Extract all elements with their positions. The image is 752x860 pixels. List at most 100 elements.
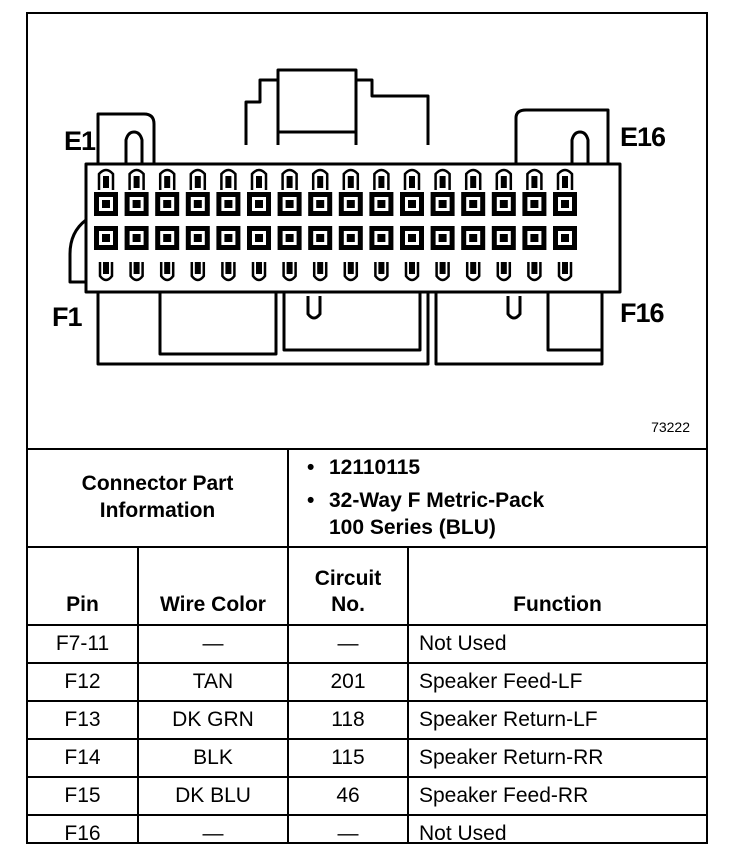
cell-function: Not Used [406,814,706,842]
cell-circuit: 46 [287,776,409,816]
cavity-e-pin [163,200,172,208]
right-tab [514,108,610,164]
left-side-latch [68,218,87,284]
header-wire-color: Wire Color [137,546,289,626]
cavity-f-pin [530,234,539,242]
cell-circuit: — [287,814,409,842]
cavity-latch-e [434,168,451,190]
connector-housing [84,162,622,294]
cell-pin: F14 [28,738,139,778]
cavity-latch-f [159,262,175,282]
cavity-latch-f [404,262,420,282]
connector-info-list: 12110115 32-Way F Metric-Pack 100 Series… [286,448,706,548]
connector-sheet: E1 E16 F1 F16 73222 Connector Part Infor… [26,12,708,844]
cavity-f-pin [193,234,202,242]
cavity-latch-e-mark [103,176,109,188]
cavity-latch-e [311,168,329,190]
cavity-latch-f [251,262,267,282]
cavity-latch-f-mark [470,262,477,274]
pin-label-f1: F1 [52,302,82,332]
cavity-latch-f-mark [378,262,385,274]
cavity-latch-f [527,262,542,282]
cell-function: Speaker Feed-RR [406,776,706,816]
cavity-e-pin [132,200,141,208]
cavity-latch-f-mark [439,262,446,274]
cavity-latch-e [403,168,421,190]
cavity-latch-e [526,168,543,190]
cavity-e-pin [530,200,539,208]
cavity-latch-e-mark [562,176,568,188]
cavity-latch-f-mark [500,262,507,274]
cavity-latch-f [129,262,144,282]
lower-skirt [96,292,430,366]
cell-pin: F12 [28,662,139,702]
connector-diagram: E1 E16 F1 F16 73222 [28,14,706,450]
cavity-e-pin [316,200,325,208]
cavity-e-pin [469,200,478,208]
cell-circuit: 118 [287,700,409,740]
cavity-f-pin [255,234,263,242]
center-latch-inner [276,80,358,134]
cavity-latch-f-mark [103,262,109,274]
cavity-f-pin [285,234,294,242]
left-tab [96,112,156,164]
table-row: F12 TAN 201 Speaker Feed-LF [28,662,706,702]
cavity-e-pin [561,200,569,208]
cavity-f-pin [438,234,447,242]
cavity-latch-f-mark [256,262,262,274]
cell-wire-color: DK GRN [137,700,289,740]
cell-circuit: 201 [287,662,409,702]
cavity-latch-e [281,168,298,190]
cavity-f-pin [499,234,508,242]
cavity-latch-e-mark [133,176,140,188]
cavity-e-pin [224,200,233,208]
connector-face-drawing [68,68,622,366]
cavity-latch-f-mark [347,262,354,274]
cavity-latch-e-mark [317,176,324,188]
cavity-latch-e [220,168,237,190]
cavity-f-pin [469,234,478,242]
cavity-latch-e [97,168,115,190]
cavity-latch-e [250,168,268,190]
cell-wire-color: DK BLU [137,776,289,816]
cavity-latch-f-mark [133,262,140,274]
cell-wire-color: TAN [137,662,289,702]
cavity-latch-e-mark [225,176,232,188]
connector-table: Connector Part Information 12110115 32-W… [28,448,706,842]
cavity-f-pin [163,234,172,242]
cavity-latch-e [158,168,176,190]
table-header-row: Pin Wire Color Circuit No. Function [28,546,706,626]
cavity-latch-f [496,262,512,282]
cavity-e-pin [499,200,508,208]
cell-pin: F16 [28,814,139,842]
cavity-latch-e-mark [531,176,538,188]
cavity-latch-f-mark [225,262,232,274]
cavity-latch-f-mark [194,262,201,274]
cavity-latch-f [98,262,114,282]
cavity-latch-f [465,262,481,282]
cavity-f-pin [346,234,355,242]
cell-circuit: — [287,624,409,664]
cavity-e-pin [408,200,416,208]
cavity-latch-e [464,168,482,190]
center-latch [244,68,430,145]
cavity-latch-e-mark [194,176,201,188]
cell-pin: F15 [28,776,139,816]
cavity-latch-e-mark [439,176,446,188]
cell-function: Not Used [406,624,706,664]
header-function: Function [406,546,706,626]
info-description: 32-Way F Metric-Pack 100 Series (BLU) [307,487,706,541]
cavity-latch-f [557,262,573,282]
figure-number: 73222 [651,419,690,435]
info-part-number: 12110115 [307,454,706,481]
connector-info-title: Connector Part Information [28,448,289,548]
cavity-latch-f [312,262,328,282]
connector-info-row: Connector Part Information 12110115 32-W… [28,448,706,548]
cavity-e-pin [255,200,263,208]
cavity-f-pin [102,234,110,242]
cavity-latch-e [556,168,574,190]
cavity-latch-f [221,262,236,282]
pin-label-e16: E16 [620,122,666,152]
cavity-e-pin [377,200,386,208]
cell-wire-color: — [137,624,289,664]
